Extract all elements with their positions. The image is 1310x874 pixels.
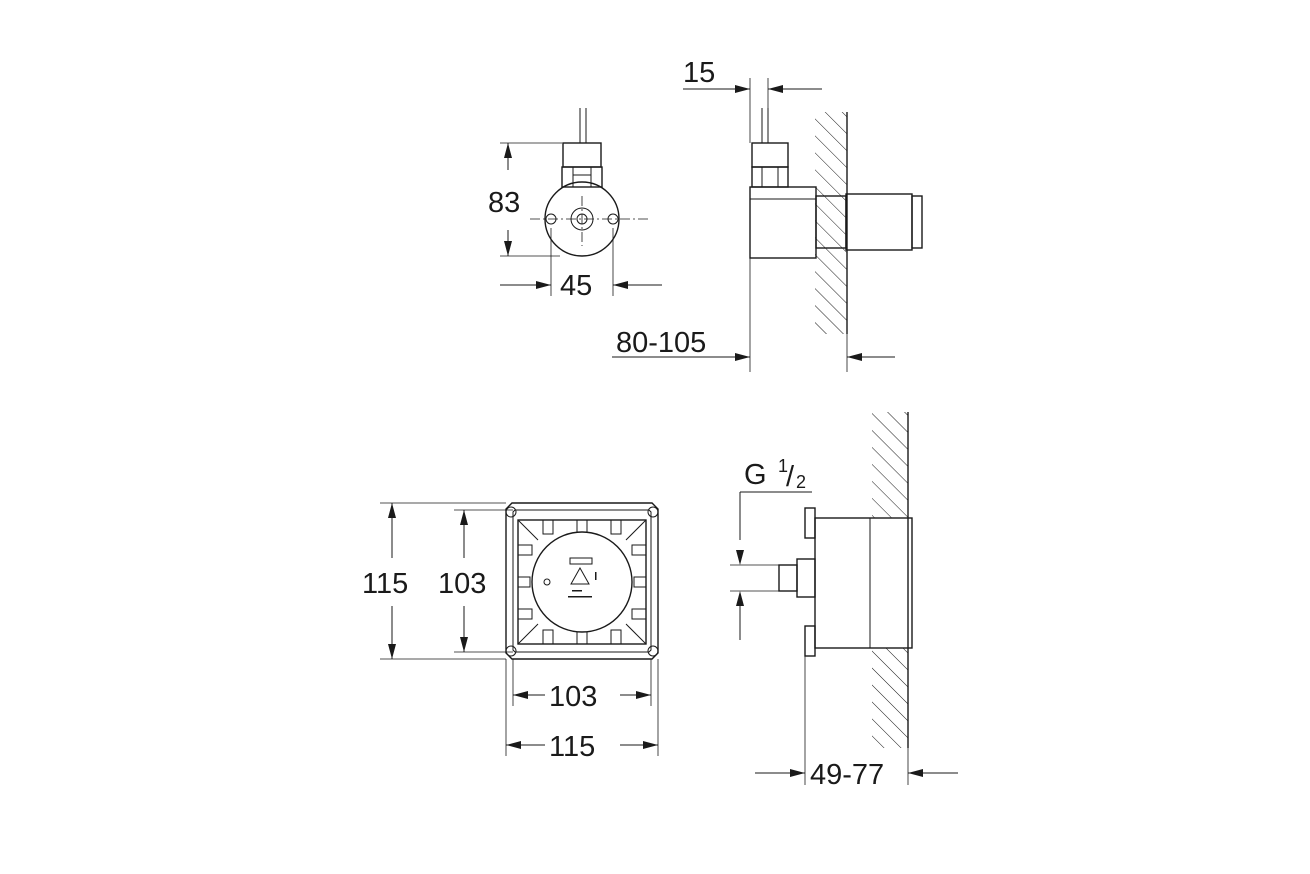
dim-box-outer-width: 115 (549, 731, 595, 763)
side-view-valve (612, 78, 923, 372)
dim-thread-g: G (744, 459, 767, 491)
dim-thread-denominator: 2 (796, 472, 806, 492)
dim-side-depth: 80-105 (616, 327, 706, 359)
front-view-valve (500, 108, 662, 296)
mounting-box-side (730, 412, 958, 785)
dim-front-height: 83 (488, 187, 520, 219)
mounting-box-front (380, 502, 659, 756)
dim-box-inner-width: 103 (549, 681, 597, 713)
dim-box-outer-height: 115 (362, 568, 408, 600)
dim-side-offset: 15 (683, 57, 715, 89)
dim-thread-numerator: 1 (778, 456, 788, 476)
dim-box-depth: 49-77 (810, 759, 884, 791)
dim-front-width: 45 (560, 270, 592, 302)
dim-box-inner-height: 103 (438, 568, 486, 600)
dim-thread-slash: / (786, 461, 795, 493)
